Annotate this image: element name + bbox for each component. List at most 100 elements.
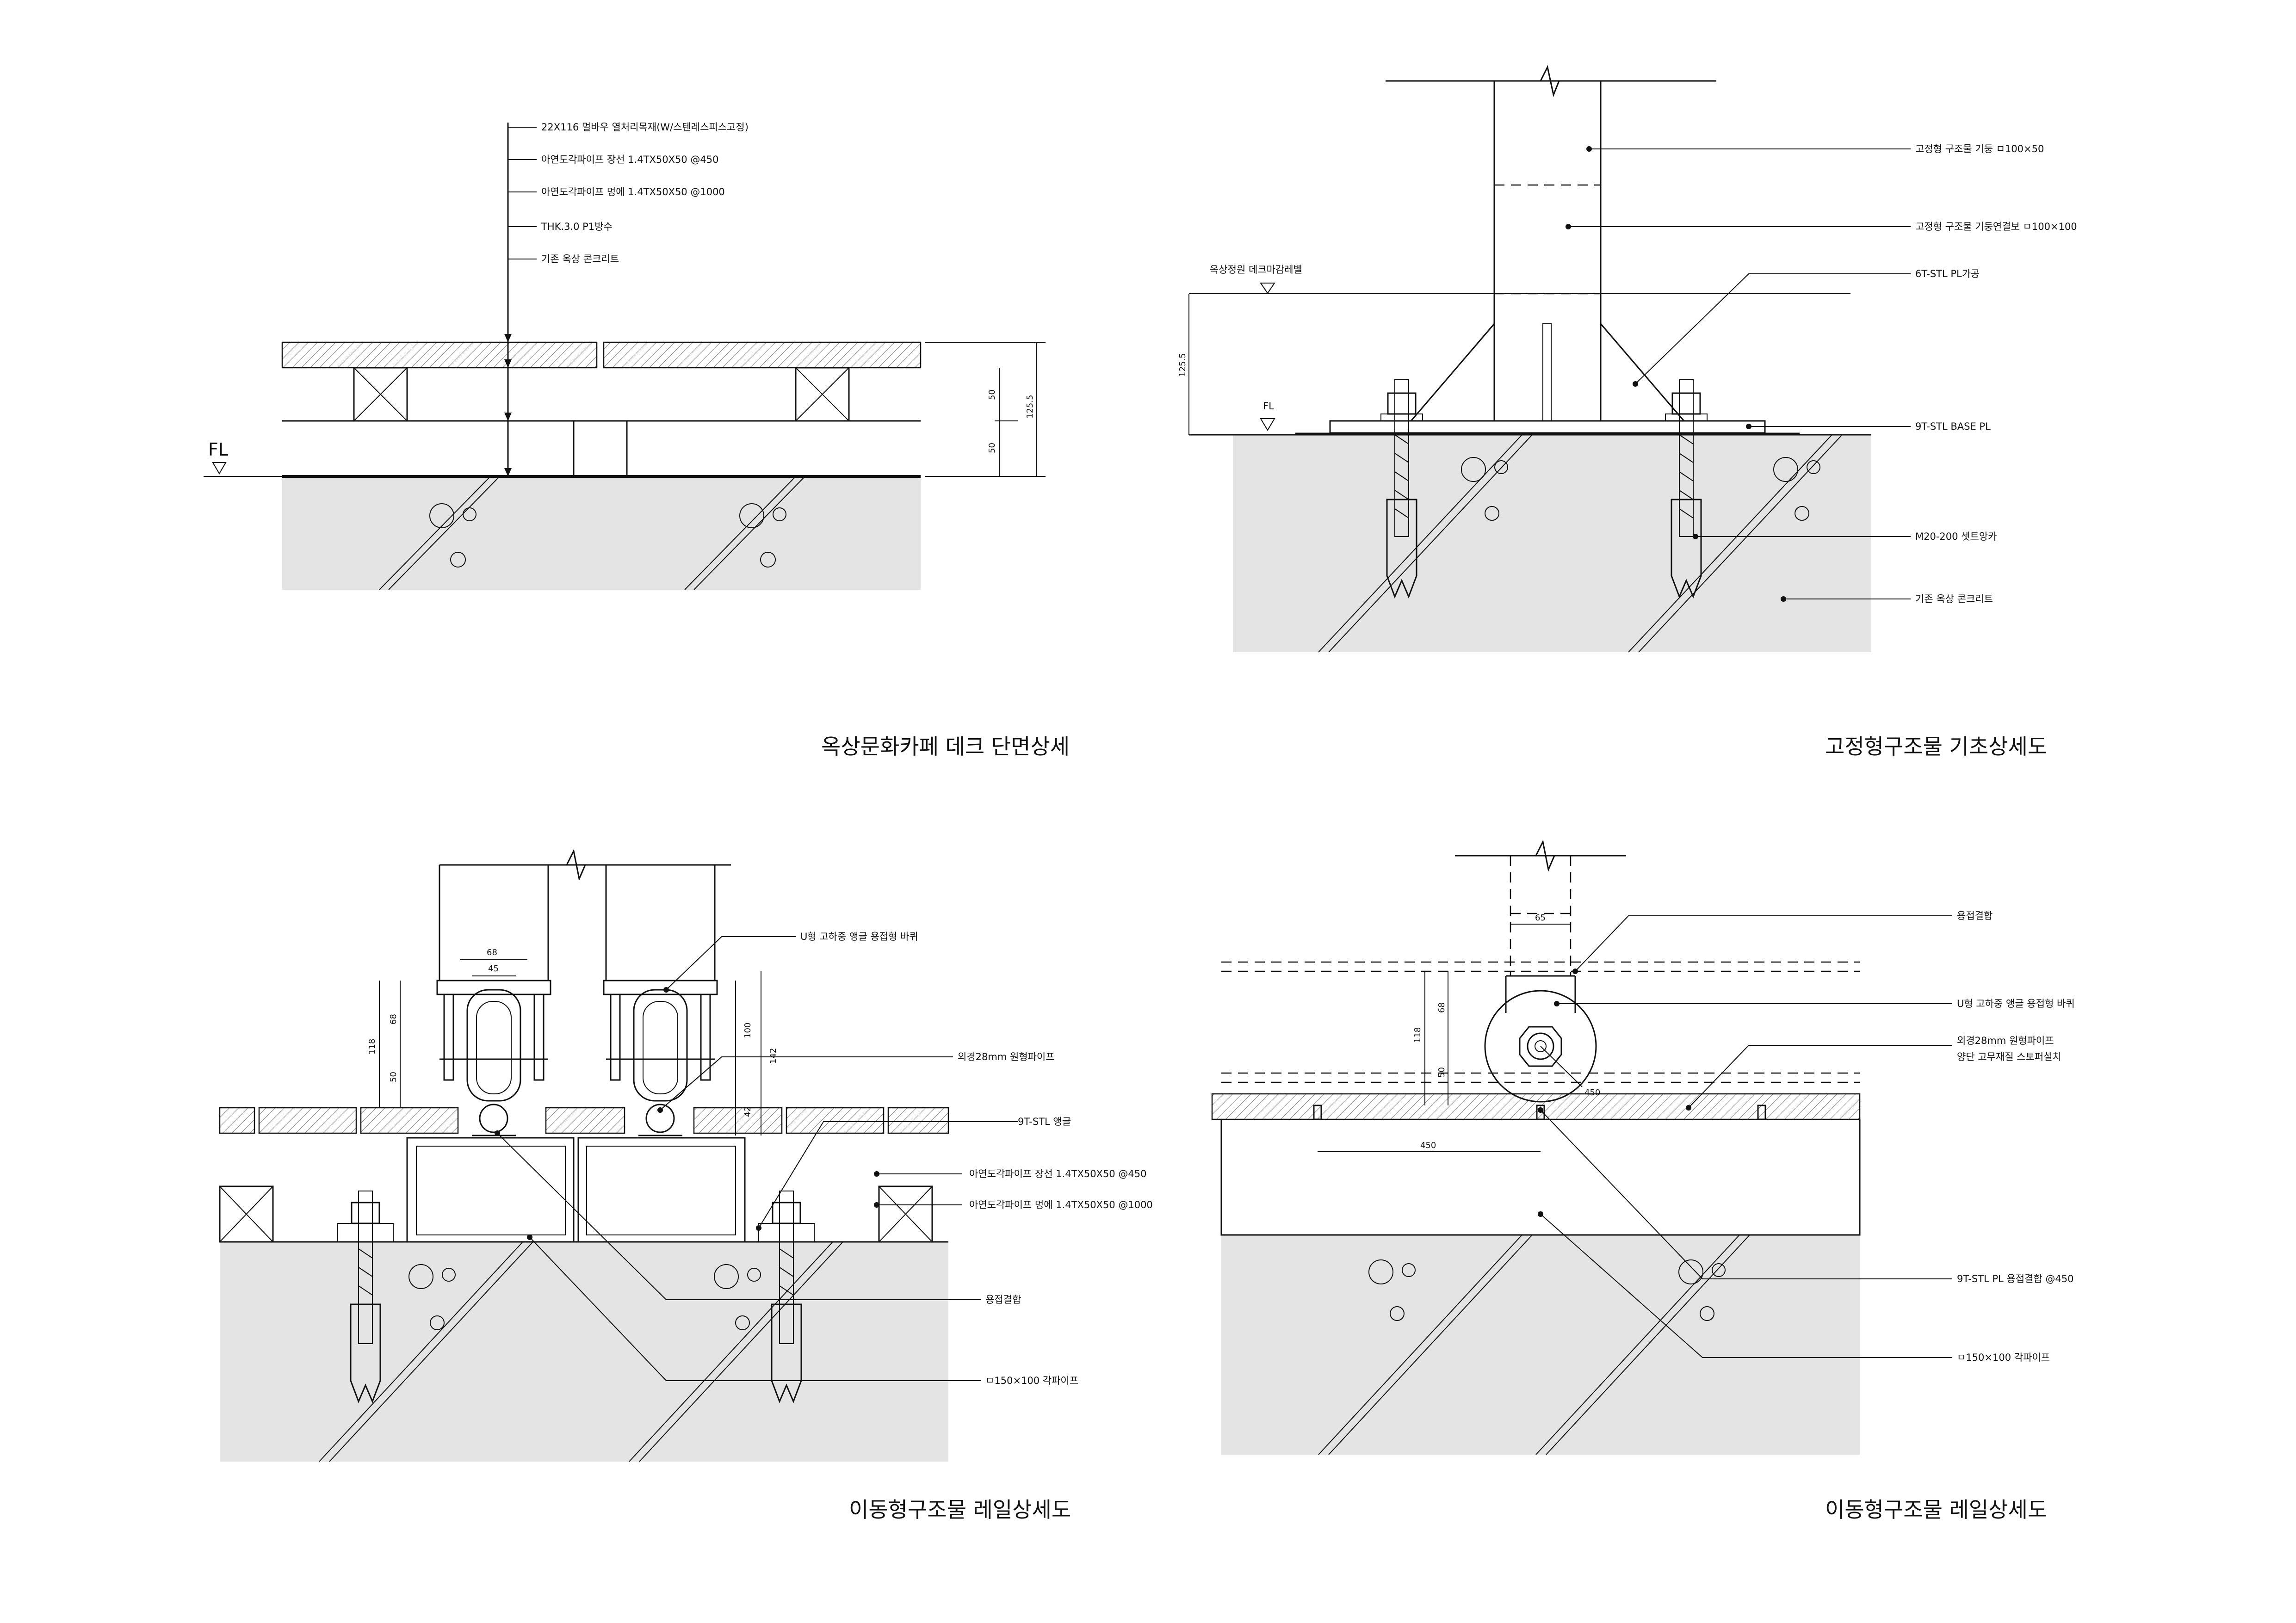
concrete-hatch-line <box>319 1241 523 1462</box>
channel-top <box>603 980 718 995</box>
concrete-slab <box>1221 1235 1860 1455</box>
concrete-slab <box>282 476 921 590</box>
label-weld: 용접결합 <box>1957 910 1993 921</box>
deck-board <box>281 341 598 369</box>
dim-height-118: 118 <box>1413 1027 1423 1043</box>
leader-line <box>660 1056 953 1111</box>
fl-label: FL <box>208 439 228 460</box>
joist-cross <box>795 367 849 421</box>
deck-board <box>887 1107 949 1134</box>
dim-height-118: 118 <box>367 1039 377 1055</box>
label-joist: 아연도각파이프 장선 1.4TX50X50 @450 <box>969 1168 1146 1179</box>
aggregate-circle <box>1461 457 1486 482</box>
joist-pipe <box>795 367 850 422</box>
fl-marker-icon <box>1260 418 1275 431</box>
aggregate-circle <box>408 1264 433 1289</box>
dim-spacing-450: 450 <box>1420 1141 1436 1150</box>
angle-side <box>610 994 621 1081</box>
aggregate-circle <box>1700 1306 1714 1321</box>
concrete-hatch-line <box>1318 434 1522 653</box>
level-marker-icon <box>1260 283 1275 294</box>
dim-width-65: 65 <box>1535 913 1546 923</box>
round-pipe <box>645 1104 675 1133</box>
label-waterproofing: THK.3.0 P1방수 <box>541 221 613 232</box>
stopper <box>1313 1105 1322 1120</box>
angle-side <box>533 994 545 1081</box>
anchor-bolt-left <box>337 1191 394 1404</box>
gusset-plate <box>1410 323 1685 421</box>
joist-cross <box>219 1186 273 1242</box>
leader-line <box>529 1237 981 1381</box>
dim-height-142: 142 <box>768 1048 778 1064</box>
aggregate-circle <box>1807 460 1820 474</box>
deck-board <box>545 1107 625 1134</box>
deck-board <box>258 1107 357 1134</box>
aggregate-circle <box>735 1315 750 1330</box>
aggregate-circle <box>773 507 786 521</box>
label-plate: 9T-STL PL 용접결합 @450 <box>1957 1273 2073 1284</box>
detail-fixed-foundation: 고정형 구조물 기둥 ㅁ100×50 고정형 구조물 기둥연결보 ㅁ100×10… <box>1178 65 2077 759</box>
joist-cross <box>353 367 408 421</box>
aggregate-circle <box>429 503 454 528</box>
stopper <box>1757 1105 1766 1120</box>
concrete-slab <box>1233 435 1871 652</box>
concrete-hatch-line <box>1546 1234 1750 1455</box>
deck-board <box>360 1107 459 1134</box>
dim-height-68: 68 <box>389 1014 398 1024</box>
bolt-thread <box>1394 434 1409 518</box>
square-pipe <box>406 1137 575 1243</box>
label-column: 고정형 구조물 기둥 ㅁ100×50 <box>1915 143 2044 154</box>
aggregate-circle <box>450 552 466 568</box>
anchor-bolt-left <box>1380 379 1423 599</box>
stiffener-plate <box>1542 323 1552 421</box>
concrete-slab <box>220 1242 948 1462</box>
dim-height-100: 100 <box>743 1023 753 1038</box>
leader-line <box>1575 915 1952 972</box>
aggregate-circle <box>442 1268 456 1282</box>
expansion-anchor <box>1386 499 1417 599</box>
girder-pipe <box>573 420 628 477</box>
leader-line <box>497 1133 981 1300</box>
square-pipe-side <box>1220 1118 1861 1236</box>
washer-plate <box>337 1223 394 1242</box>
square-pipe-inner <box>586 1146 736 1235</box>
nut <box>1387 392 1417 415</box>
dim-height-68: 68 <box>1437 1002 1447 1013</box>
expansion-anchor <box>771 1303 802 1404</box>
deck-board <box>693 1107 783 1134</box>
concrete-hatch-line <box>379 476 491 590</box>
hex-nut <box>1519 1026 1562 1067</box>
joist-pipe <box>878 1185 933 1243</box>
washer <box>1380 413 1423 421</box>
label-girder: 아연도각파이프 멍에 1.4TX50X50 @1000 <box>969 1199 1153 1210</box>
concrete-hatch-line <box>1318 1234 1522 1455</box>
expansion-anchor <box>1671 499 1702 599</box>
concrete-hatch-line <box>1328 1234 1533 1455</box>
detail-title: 옥상문화카페 데크 단면상세 <box>821 734 1070 759</box>
angle-side <box>700 994 711 1081</box>
column-lines <box>439 865 716 981</box>
dim-girder: 50 <box>987 443 997 453</box>
detail-deck-section: 22X116 멀바우 열처리목재(W/스텐레스피스고정) 아연도각파이프 장선 … <box>204 122 1070 759</box>
concrete-hatch-line <box>684 476 796 590</box>
leader-line <box>1540 1214 1952 1358</box>
bolt-thread <box>1679 434 1694 518</box>
concrete-hatch-line <box>1535 1234 1740 1455</box>
label-girder: 아연도각파이프 멍에 1.4TX50X50 @1000 <box>541 186 725 197</box>
aggregate-circle <box>1402 1263 1416 1277</box>
deck-board <box>786 1107 885 1134</box>
label-wheel: U형 고하중 앵글 용접형 바퀴 <box>1957 998 2075 1009</box>
stopper <box>1536 1105 1545 1120</box>
label-connecting-beam: 고정형 구조물 기둥연결보 ㅁ100×100 <box>1915 221 2077 232</box>
concrete-hatch-line <box>639 1241 843 1462</box>
aggregate-circle <box>1494 460 1508 474</box>
deck-level-label: 옥상정원 데크마감레벨 <box>1210 264 1302 275</box>
dim-height-50: 50 <box>1437 1067 1447 1078</box>
dim-total: 125.5 <box>1025 395 1035 419</box>
washer <box>1665 413 1708 421</box>
wheel-right-inner <box>643 1001 678 1094</box>
square-pipe-inner <box>416 1146 566 1235</box>
bolt-shaft <box>1679 379 1694 537</box>
bolt-shaft <box>1394 379 1409 537</box>
